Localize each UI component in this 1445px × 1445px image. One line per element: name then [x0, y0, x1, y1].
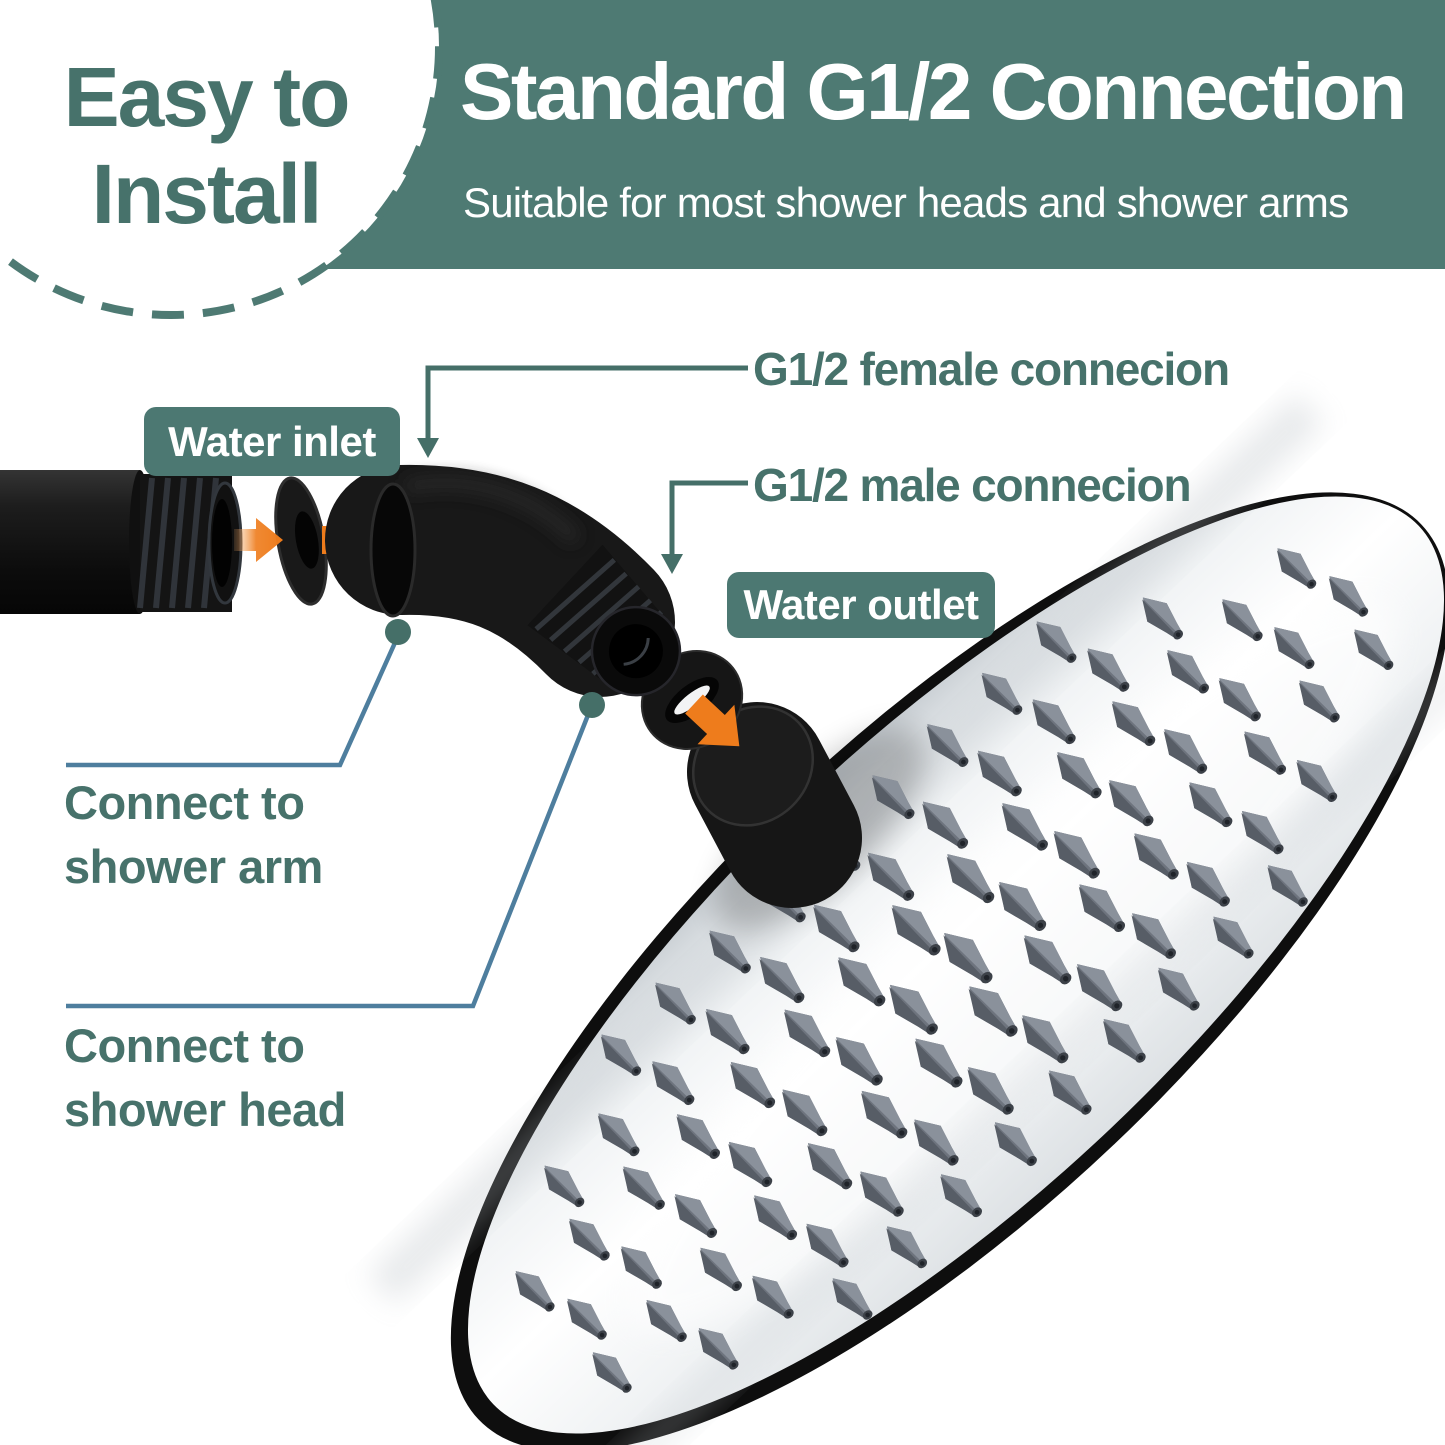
shower-arm-pipe [0, 470, 243, 614]
connect-arm-line1: Connect to [64, 776, 305, 829]
arm-callout-line [66, 635, 401, 768]
hero-title: Easy to Install [0, 49, 412, 243]
head-callout-dot [579, 692, 605, 718]
hero-title-line1: Easy to [63, 50, 351, 144]
male-callout-line [669, 480, 748, 556]
callout-lines [66, 365, 748, 1009]
hero-bubble [0, 0, 443, 319]
head-callout-line [66, 709, 593, 1009]
male-thread [527, 544, 682, 697]
connect-arm-line2: shower arm [64, 840, 323, 893]
flow-arrow-1 [234, 518, 283, 562]
hero-title-line2: Install [91, 147, 323, 241]
connect-arm-label: Connect to shower arm [64, 771, 323, 899]
page-title: Standard G1/2 Connection [460, 47, 1407, 136]
water-outlet-badge: Water outlet [727, 572, 995, 638]
flow-arrow-4 [685, 694, 740, 747]
male-callout-arrow-icon [661, 554, 683, 574]
connect-head-line1: Connect to [64, 1019, 305, 1072]
header-band [240, 0, 1445, 269]
water-inlet-badge: Water inlet [144, 407, 400, 476]
female-connection-label: G1/2 female connecion [753, 343, 1230, 395]
page-subtitle: Suitable for most shower heads and showe… [463, 179, 1349, 226]
connect-head-label: Connect to shower head [64, 1014, 346, 1142]
arm-callout-dot [385, 619, 411, 645]
female-callout-line [425, 365, 748, 440]
inlet-washer [274, 476, 328, 606]
male-connection-label: G1/2 male connecion [753, 459, 1192, 511]
connect-head-line2: shower head [64, 1083, 346, 1136]
elbow-adapter [325, 464, 682, 697]
female-callout-arrow-icon [417, 438, 439, 458]
